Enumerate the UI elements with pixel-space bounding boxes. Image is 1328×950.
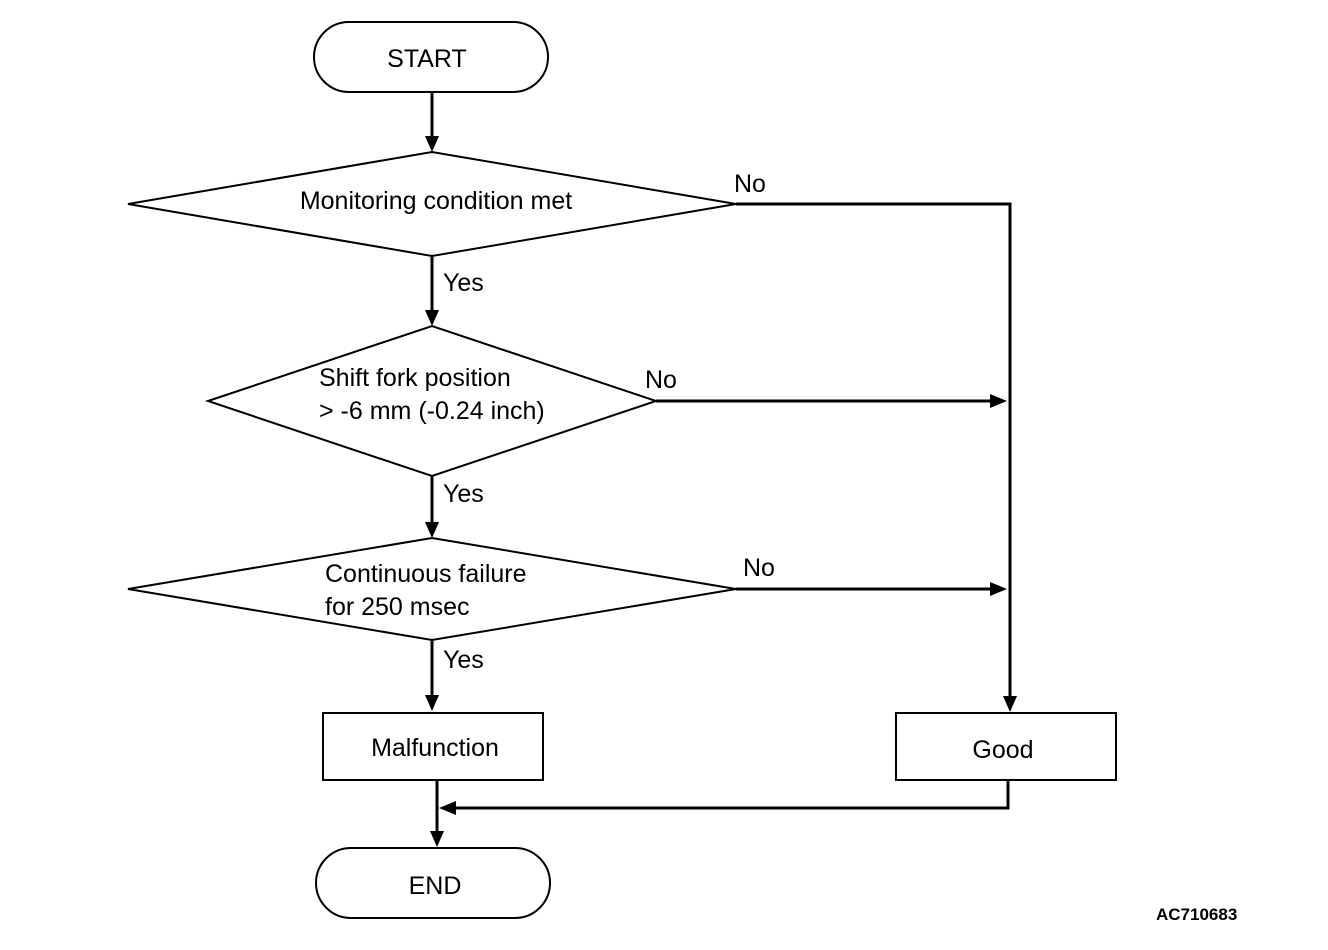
start-label: START [387,45,467,73]
decision-monitoring-condition-label: Monitoring condition met [300,187,572,215]
arrowhead [1003,696,1017,712]
arrowhead [425,522,439,538]
arrowhead [439,801,456,815]
end-terminator [315,847,551,919]
yes-label-decision1: Yes [443,269,484,297]
arrowhead [990,582,1007,596]
good-box [895,712,1117,781]
yes-label-decision2: Yes [443,480,484,508]
decision-continuous-failure [127,536,737,642]
good-label: Good [972,736,1033,764]
no-label-decision3: No [743,554,775,582]
connector-good-merge [454,780,1010,810]
malfunction-box [322,712,544,781]
decision-continuous-failure-line1: Continuous failure [325,560,527,588]
yes-label-decision3: Yes [443,646,484,674]
arrowhead [425,695,439,711]
decision-shift-fork-position-line1: Shift fork position [319,364,511,392]
no-label-decision2: No [645,366,677,394]
no-label-decision1: No [734,170,766,198]
arrowhead [430,831,444,847]
malfunction-label: Malfunction [371,734,499,762]
connector-decision1-no [736,202,1012,698]
decision-shift-fork-position-line2: > -6 mm (-0.24 inch) [319,397,545,425]
arrowhead [425,136,439,152]
reference-code: AC710683 [1156,905,1237,924]
arrowhead [990,394,1007,408]
end-label: END [409,872,462,900]
decision-continuous-failure-line2: for 250 msec [325,593,470,621]
arrowhead [425,310,439,326]
